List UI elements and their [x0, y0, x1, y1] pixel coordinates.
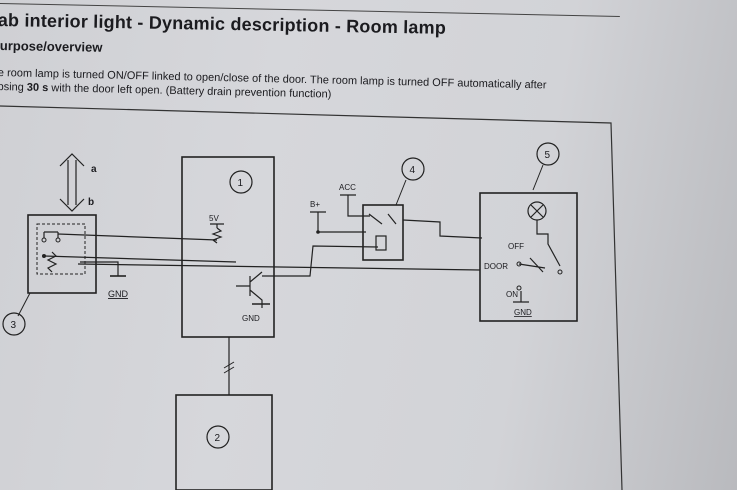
switch-resistor: [46, 251, 58, 273]
diagram-border: [0, 105, 623, 490]
pullup-resistor: [211, 227, 223, 244]
wire-transistor-to-relay: [262, 245, 379, 277]
lamp-on-label: ON: [506, 290, 518, 299]
controller-module: 1 5V GND: [181, 156, 275, 338]
relay-box: [362, 204, 404, 261]
acc-label: ACC: [339, 183, 356, 192]
controller-box: [181, 156, 275, 338]
controller-gnd-label: GND: [242, 314, 260, 323]
relay-coil: [375, 235, 387, 251]
callout-4-label: 4: [410, 165, 416, 176]
wire-switch-sense: [43, 255, 237, 263]
wire-door-line: [77, 263, 481, 271]
room-lamp-unit: 5 OFF DOOR ON GND: [479, 142, 578, 322]
switch-dashed-box: [36, 223, 86, 275]
voltage-label: 5V: [209, 214, 219, 223]
arrow-up-icon: [59, 153, 85, 167]
wire-relay-to-lamp: [402, 219, 483, 239]
module-2: 2: [175, 394, 273, 490]
lamp-off-label: OFF: [508, 242, 524, 251]
wire-switch-to-controller: [57, 233, 218, 241]
callout-3-label: 3: [11, 320, 17, 331]
callout-5-label: 5: [545, 150, 551, 161]
door-switch-unit: GND: [27, 214, 129, 299]
callout-1-label: 1: [238, 178, 244, 189]
relay-unit: 4: [362, 157, 425, 261]
door-motion-arrows: a b: [59, 153, 97, 212]
arrow-down-icon: [59, 198, 85, 212]
callout-2-label: 2: [215, 433, 221, 444]
switch-gnd-label: GND: [108, 289, 129, 299]
bplus-label: B+: [310, 200, 320, 209]
door-selector-switch: [518, 257, 546, 273]
door-switch-box: [27, 214, 97, 294]
arrow-label-a: a: [91, 164, 97, 175]
arrow-label-b: b: [88, 197, 94, 208]
callout-3: 3: [2, 292, 31, 336]
module-2-box: [175, 394, 273, 490]
lamp-door-label: DOOR: [484, 262, 508, 271]
transistor-symbol: [236, 271, 263, 308]
lamp-gnd-label: GND: [514, 308, 532, 317]
room-lamp-box: [479, 192, 578, 322]
